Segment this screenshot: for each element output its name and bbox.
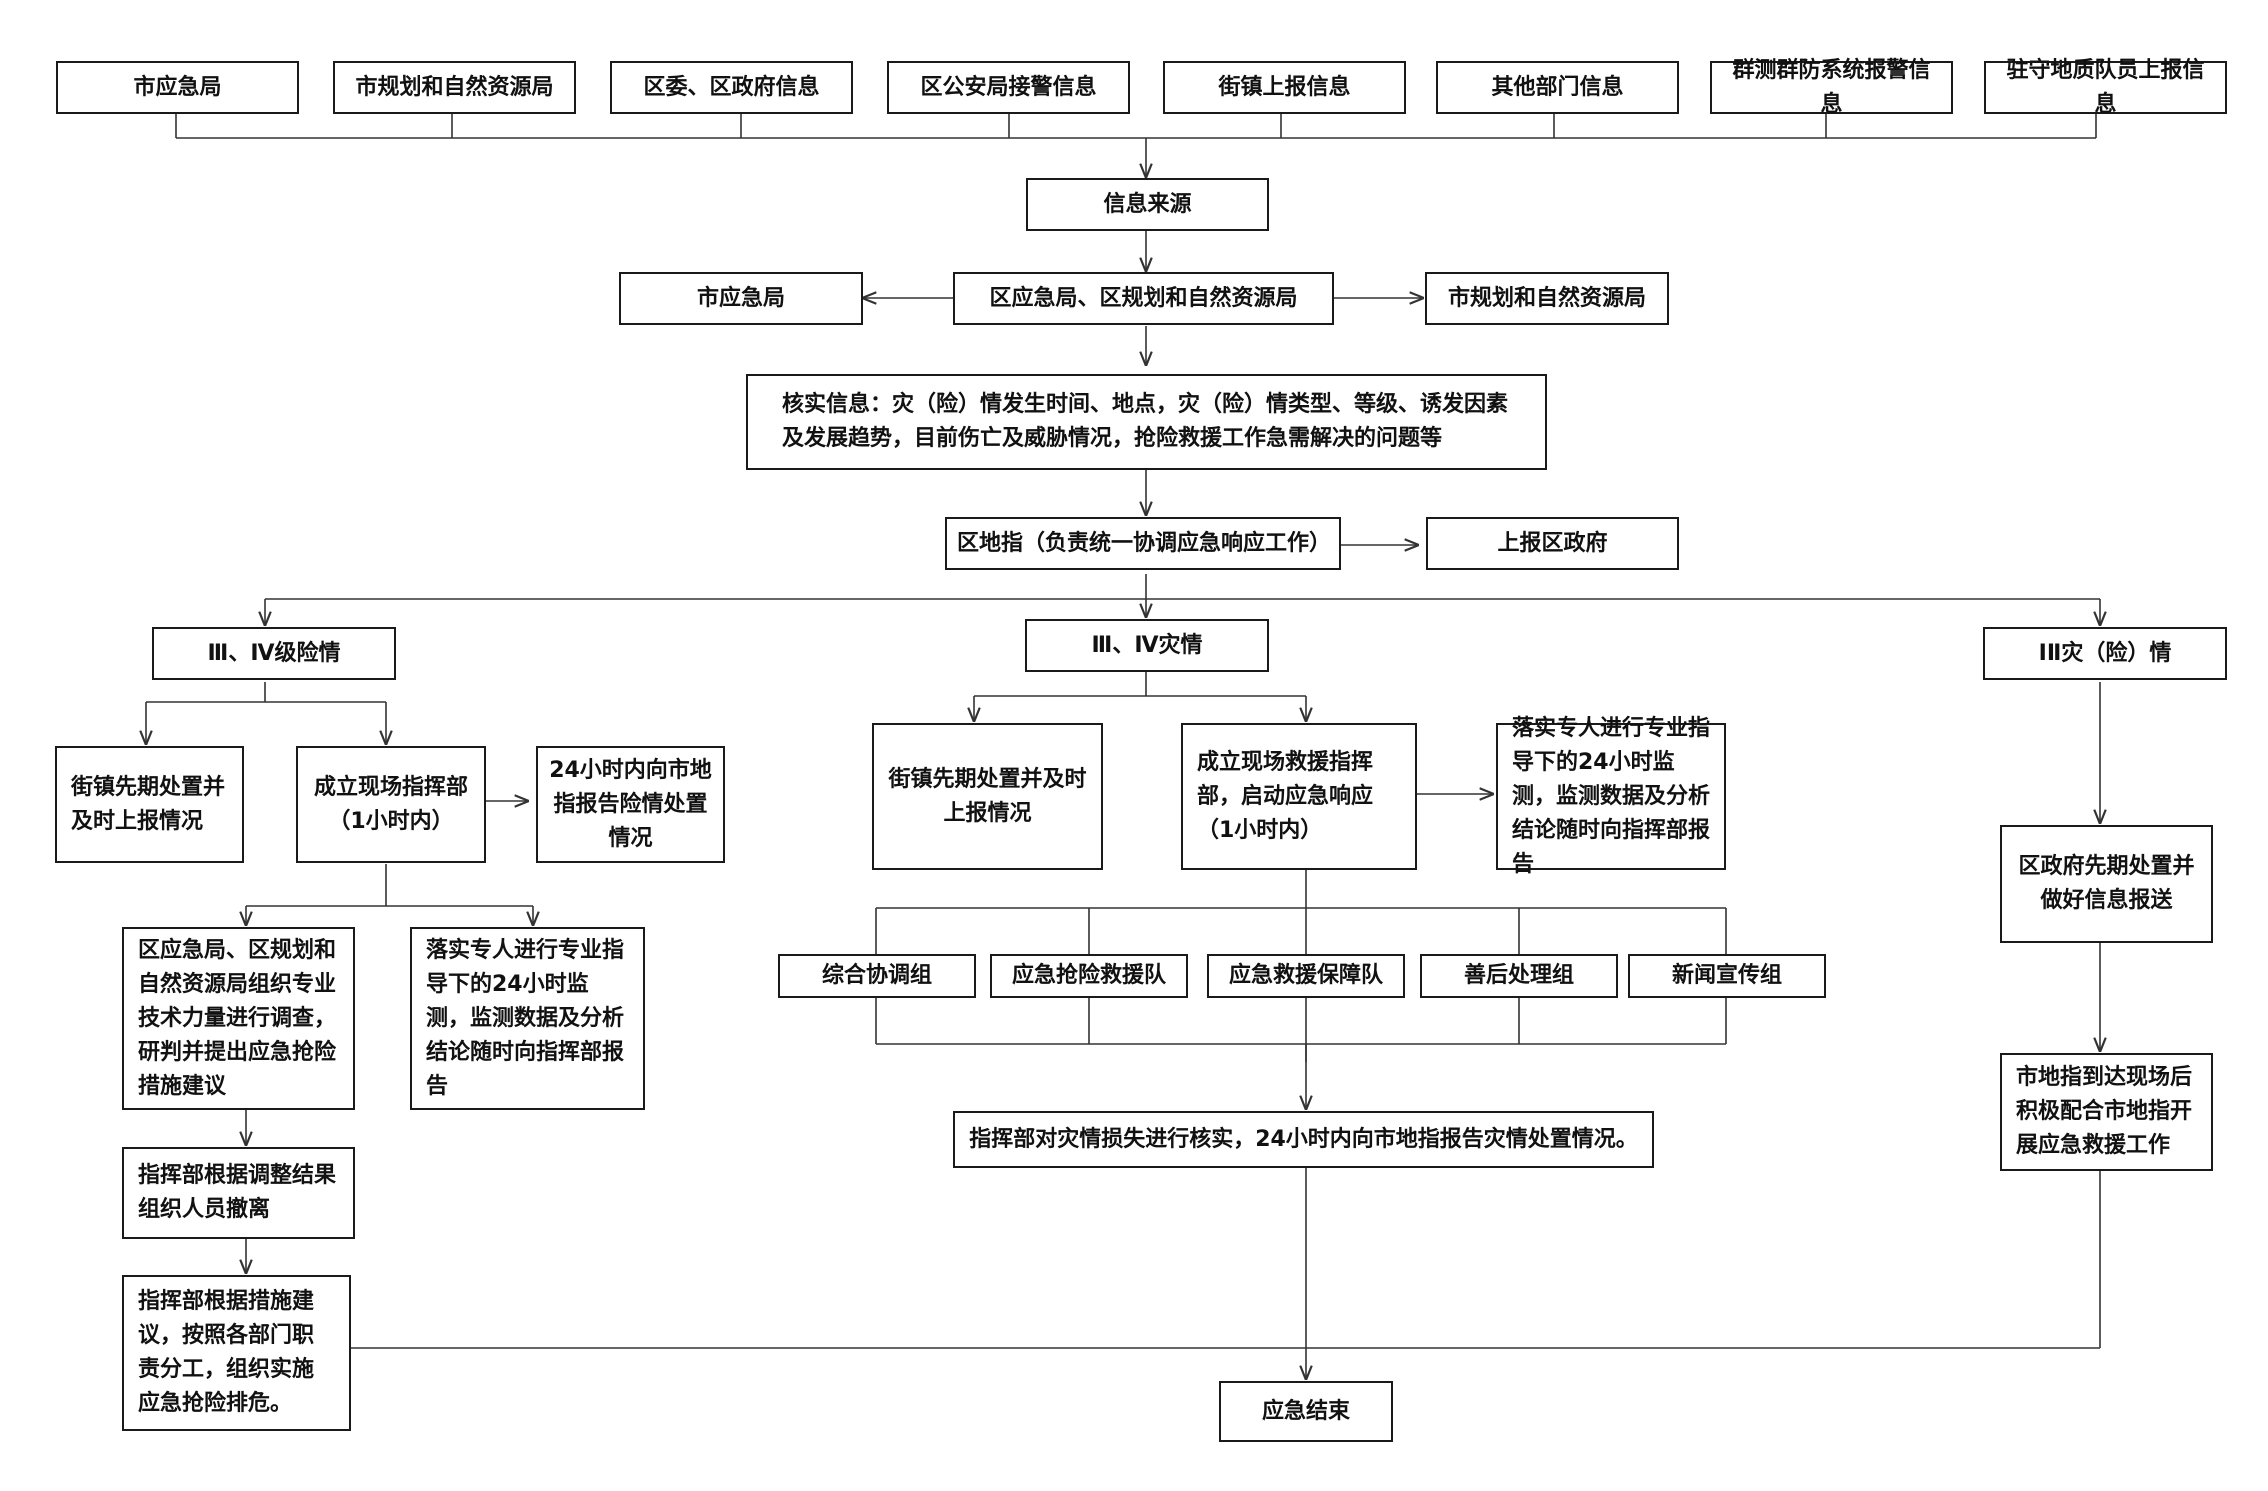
right-branch-title: ⅠⅡ灾（险）情 [1983,627,2227,680]
right-city-command: 市地指到达现场后积极配合市地指开展应急救援工作 [2000,1053,2213,1171]
emergency-end: 应急结束 [1219,1381,1393,1442]
source-police: 区公安局接警信息 [887,61,1130,114]
group-support-team: 应急救援保障队 [1207,954,1405,998]
source-street: 街镇上报信息 [1163,61,1406,114]
group-aftermath: 善后处理组 [1420,954,1618,998]
source-district-committee: 区委、区政府信息 [610,61,853,114]
city-emergency: 市应急局 [619,272,863,325]
left-report-24h: 24小时内向市地指报告险情处置情况 [536,746,725,863]
source-city-planning: 市规划和自然资源局 [333,61,576,114]
mid-street-handling: 街镇先期处置并及时上报情况 [872,723,1103,870]
group-publicity: 新闻宣传组 [1628,954,1826,998]
city-planning: 市规划和自然资源局 [1425,272,1669,325]
group-rescue-team: 应急抢险救援队 [990,954,1188,998]
left-split [146,682,386,703]
mid-monitor: 落实专人进行专业指导下的24小时监测，监测数据及分析结论随时向指挥部报告 [1496,716,1726,877]
left-site-command: 成立现场指挥部（1小时内） [296,746,486,863]
source-other-dept: 其他部门信息 [1436,61,1679,114]
mid-verify-loss: 指挥部对灾情损失进行核实，24小时内向市地指报告灾情处置情况。 [953,1111,1654,1168]
group-coordination: 综合协调组 [778,954,976,998]
district-command: 区地指（负责统一协调应急响应工作） [945,517,1341,570]
source-city-emergency: 市应急局 [56,61,299,114]
left-street-handling: 街镇先期处置并及时上报情况 [55,746,244,863]
left-branch-title: Ⅲ、Ⅳ级险情 [152,627,396,680]
left-implement: 指挥部根据措施建议，按照各部门职责分工，组织实施应急抢险排危。 [122,1275,351,1431]
verify-info: 核实信息：灾（险）情发生时间、地点，灾（险）情类型、等级、诱发因素及发展趋势，目… [746,374,1547,470]
sources-bus-line [175,113,2097,139]
info-source: 信息来源 [1026,178,1269,231]
right-gov-first: 区政府先期处置并做好信息报送 [2000,825,2213,943]
report-district-gov: 上报区政府 [1426,517,1679,570]
split-line [265,574,2100,600]
mid-split [974,672,1306,697]
district-bureau: 区应急局、区规划和自然资源局 [953,272,1334,325]
left-sub-split [246,864,533,907]
left-monitor: 落实专人进行专业指导下的24小时监测，监测数据及分析结论随时向指挥部报告 [410,927,645,1110]
mid-branch-title: Ⅲ、Ⅳ灾情 [1025,619,1269,672]
source-geologist: 驻守地质队员上报信息 [1984,58,2227,117]
left-evacuate: 指挥部根据调整结果组织人员撤离 [122,1147,355,1239]
left-survey: 区应急局、区规划和自然资源局组织专业技术力量进行调查，研判并提出应急抢险措施建议 [122,927,355,1110]
join-to-end [350,1168,2101,1349]
source-mass-monitor: 群测群防系统报警信息 [1710,58,1953,117]
mid-rescue-command: 成立现场救援指挥部，启动应急响应（1小时内） [1181,723,1417,870]
